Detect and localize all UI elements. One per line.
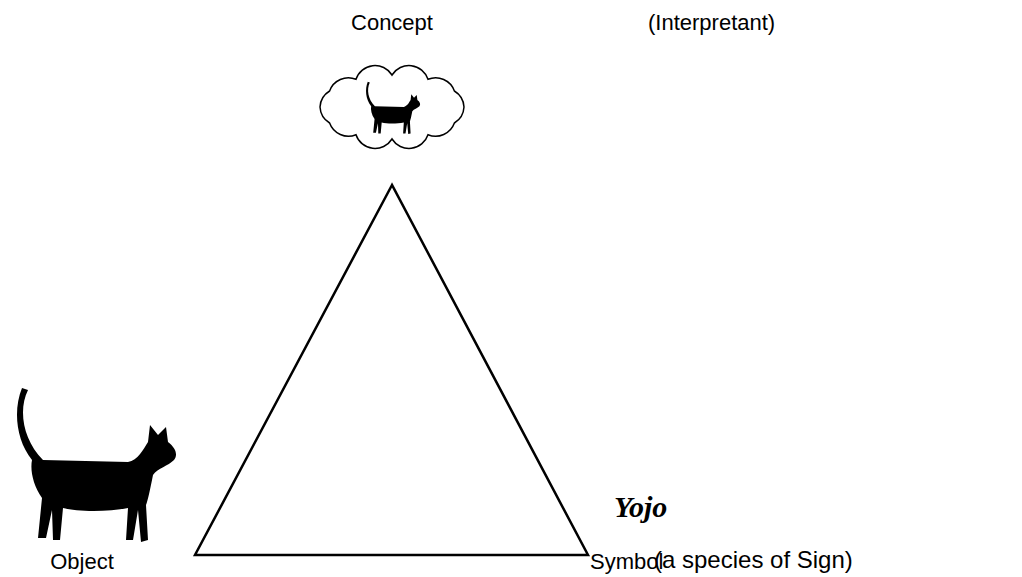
sign-note: (a species of Sign) — [654, 546, 853, 575]
concept-label: Concept — [351, 10, 433, 36]
symbol-label: Symbol — [590, 549, 663, 575]
cat-concept-icon — [366, 82, 420, 134]
cat-object-figure — [17, 388, 176, 542]
thought-cloud — [320, 66, 464, 149]
object-label: Object — [50, 549, 114, 575]
interpretant-note: (Interpretant) — [648, 10, 775, 36]
triangle — [195, 185, 588, 555]
symbol-example: Yojo — [614, 489, 667, 525]
